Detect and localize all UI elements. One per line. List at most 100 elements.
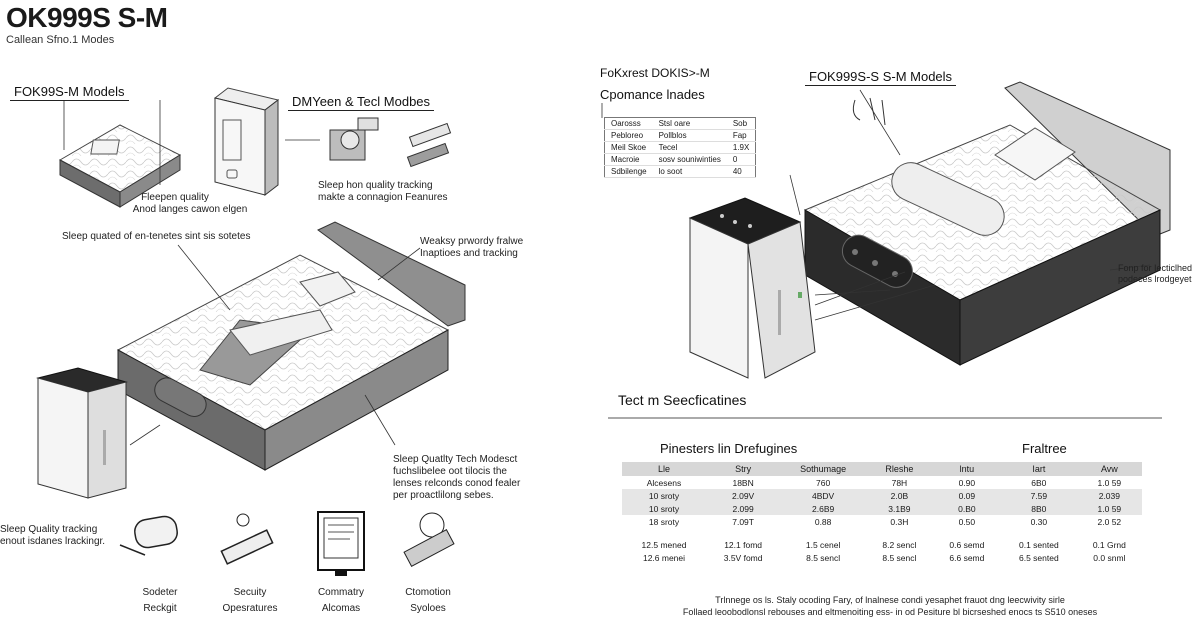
table-cell: 0.88	[814, 516, 832, 527]
table-cell: 0.B0	[932, 502, 1001, 515]
tracker-device-left	[36, 367, 128, 499]
right-header-2: Cpomance lnades	[600, 87, 705, 102]
kit-caption-2: makte a connagion Feanures	[318, 192, 448, 203]
spec-cell: sosv souniwinties	[652, 153, 727, 166]
table-footer-row: 12.5 mened 12.1 fomd 1.5 cenel 8.2 sencl 0.6…	[622, 538, 1142, 551]
models-label-right: FOK999S-S S-M Models	[805, 68, 957, 86]
col-header: Iart	[1000, 462, 1077, 476]
spec-cell: Pollblos	[652, 129, 727, 142]
table-cell: 4BDV	[780, 489, 867, 502]
table-cell: 8.2 sencl	[882, 539, 917, 550]
sensor-parts-illustration	[329, 117, 452, 168]
table-cell: 760	[816, 477, 831, 488]
col-header: Rleshe	[866, 462, 933, 476]
pad-caption-1: Fleepen quality	[141, 192, 209, 203]
col-header: Lle	[622, 462, 706, 476]
table-cell: 0.09	[932, 489, 1001, 502]
table-cell: 0.50	[958, 516, 976, 527]
table-cell: 2.6B9	[780, 502, 867, 515]
table-cell: 0.6 semd	[949, 539, 985, 550]
table-subtitle-right: Fraltree	[1022, 441, 1067, 456]
icon-label-1: Secuity	[233, 587, 267, 598]
spec-cell: Fap	[726, 129, 756, 142]
table-cell: 12.6 menei	[642, 552, 686, 563]
spec-cell: Sob	[726, 117, 756, 130]
table-cell: 78H	[891, 477, 908, 488]
spec-cell: Sdbilenge	[604, 165, 653, 178]
spec-cell: lo soot	[652, 165, 727, 178]
table-cell: Alcesens	[646, 477, 682, 488]
table-cell: 7.59	[1000, 489, 1077, 502]
icons-row	[119, 511, 455, 576]
table-cell: 8.5 sencl	[806, 552, 841, 563]
table-cell: 12.5 mened	[641, 539, 687, 550]
spec-cell: Pebloreo	[604, 129, 653, 142]
table-cell: 1.5 cenel	[805, 539, 841, 550]
table-cell: 3.1B9	[866, 502, 933, 515]
page-subtitle: Callean Sfno.1 Modes	[6, 34, 115, 46]
table-cell: 18 sroty	[648, 516, 680, 527]
table-cell: 6B0	[1031, 477, 1047, 488]
table-cell: 2.09V	[706, 489, 781, 502]
col-header: lntu	[932, 462, 1001, 476]
table-cell: 12.1 fomd	[724, 539, 763, 550]
table-cell: 1.0 59	[1097, 477, 1122, 488]
icon-label-0: Sodeter	[142, 587, 178, 598]
spec-grid-table: Lle Stry Sothumage Rleshe lntu Iart Avw …	[622, 462, 1142, 564]
table-cell: 2.0B	[866, 489, 933, 502]
tech-caption-1: Sleep Quatlty Tech Modesct	[393, 454, 518, 465]
table-cell: 0.90	[958, 477, 976, 488]
table-cell: 7.09T	[732, 516, 754, 527]
table-subtitle-left: Pinesters lin Drefugines	[660, 441, 798, 456]
col-header: Sothumage	[780, 462, 867, 476]
spec-cell: 40	[726, 165, 756, 178]
table-cell: 3.5V fomd	[723, 552, 763, 563]
icon-sub-1: Opesratures	[222, 603, 278, 614]
spec-cell: 0	[726, 153, 756, 166]
spec-cell: Stsl oare	[652, 117, 727, 130]
device-caption-2: enout isdanes lrackingr.	[0, 536, 106, 547]
bed-illustration-right	[803, 81, 1171, 366]
table-cell: 0.30	[1030, 516, 1048, 527]
table-cell: 18BN	[732, 477, 754, 488]
spec-cell: Tecel	[652, 141, 727, 154]
icon-label-2: Commatry	[317, 587, 365, 598]
tech-spec-title: Tect m Seecficatines	[618, 392, 747, 408]
tracker-device-right	[688, 197, 816, 379]
tech-caption-3: lenses relconds conod fealer	[393, 478, 521, 489]
note-1: Fonp for Iecticlhed	[1118, 263, 1193, 273]
bed-illustration-left	[116, 221, 466, 471]
col-header: Avw	[1076, 462, 1142, 476]
bed-caption: Sleep quated of en-tenetes sint sis sote…	[62, 231, 251, 242]
footnote-1: Trlnnege os ls. Staly ocoding Fary, of l…	[715, 595, 1065, 605]
table-cell: 0.0 snml	[1093, 552, 1126, 563]
table-cell: 2.099	[706, 502, 781, 515]
right-caption-1: Weaksy prwordy fralwe	[420, 236, 524, 247]
kit-label: DMYeen & Tecl Modbes	[288, 93, 435, 111]
icon-sub-3: Syoloes	[410, 603, 446, 614]
controller-box-illustration	[213, 87, 280, 197]
kit-caption-1: Sleep hon quality tracking	[318, 180, 433, 191]
table-cell: 0.1 Grnd	[1092, 539, 1126, 550]
table-cell: 10 sroty	[622, 502, 706, 515]
table-cell: 8B0	[1000, 502, 1077, 515]
page-title: OK999S S-M	[6, 2, 168, 33]
table-row: Alcesens 18BN 760 78H 0.90 6B0 1.0 59	[622, 476, 1142, 489]
spec-cell: 1.9X	[726, 141, 756, 154]
note-2: podeces lrodgeyet	[1118, 274, 1192, 284]
table-cell: 2.039	[1076, 489, 1142, 502]
pad-caption-2: Anod langes cawon elgen	[132, 204, 248, 215]
models-label-left: FOK99S-M Models	[10, 83, 129, 101]
right-caption-2: Inaptioes and tracking	[420, 248, 518, 259]
table-cell: 1.0 59	[1076, 502, 1142, 515]
